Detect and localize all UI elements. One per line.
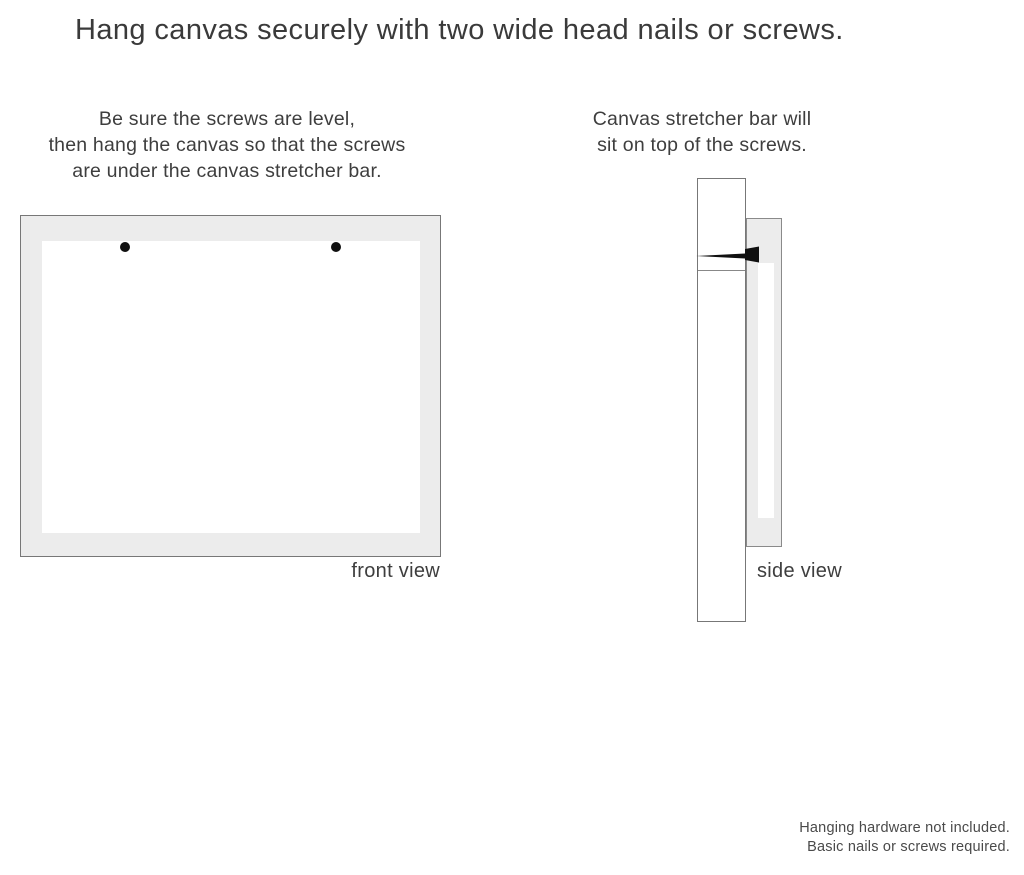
side-view-canvas-profile bbox=[746, 218, 782, 547]
front-instruction-line: Be sure the screws are level, bbox=[98, 108, 356, 130]
hardware-disclaimer: Hanging hardware not included. Basic nai… bbox=[610, 819, 1010, 856]
side-canvas-inner-area bbox=[758, 263, 774, 518]
front-view-instructions: Be sure the screws are level, then hang … bbox=[27, 106, 427, 184]
screw-dot-right-icon bbox=[331, 242, 341, 252]
side-instruction-line: sit on top of the screws. bbox=[597, 134, 807, 156]
disclaimer-line: Basic nails or screws required. bbox=[807, 838, 1010, 855]
side-view-instructions: Canvas stretcher bar will sit on top of … bbox=[582, 106, 822, 158]
canvas-inner-area bbox=[42, 241, 420, 533]
nail-icon bbox=[696, 246, 759, 263]
disclaimer-line: Hanging hardware not included. bbox=[799, 820, 1010, 836]
side-instruction-line: Canvas stretcher bar will bbox=[592, 108, 812, 130]
front-instruction-line: then hang the canvas so that the screws bbox=[48, 134, 406, 156]
front-instruction-line: are under the canvas stretcher bar. bbox=[72, 160, 382, 182]
side-view-stretcher-bar bbox=[697, 178, 746, 622]
stretcher-bar-divider-line bbox=[698, 270, 745, 271]
front-view-canvas-diagram bbox=[20, 215, 441, 557]
screw-dot-left-icon bbox=[120, 242, 130, 252]
side-view-label: side view bbox=[757, 560, 842, 582]
front-view-label: front view bbox=[351, 560, 440, 582]
page-title: Hang canvas securely with two wide head … bbox=[75, 14, 844, 46]
